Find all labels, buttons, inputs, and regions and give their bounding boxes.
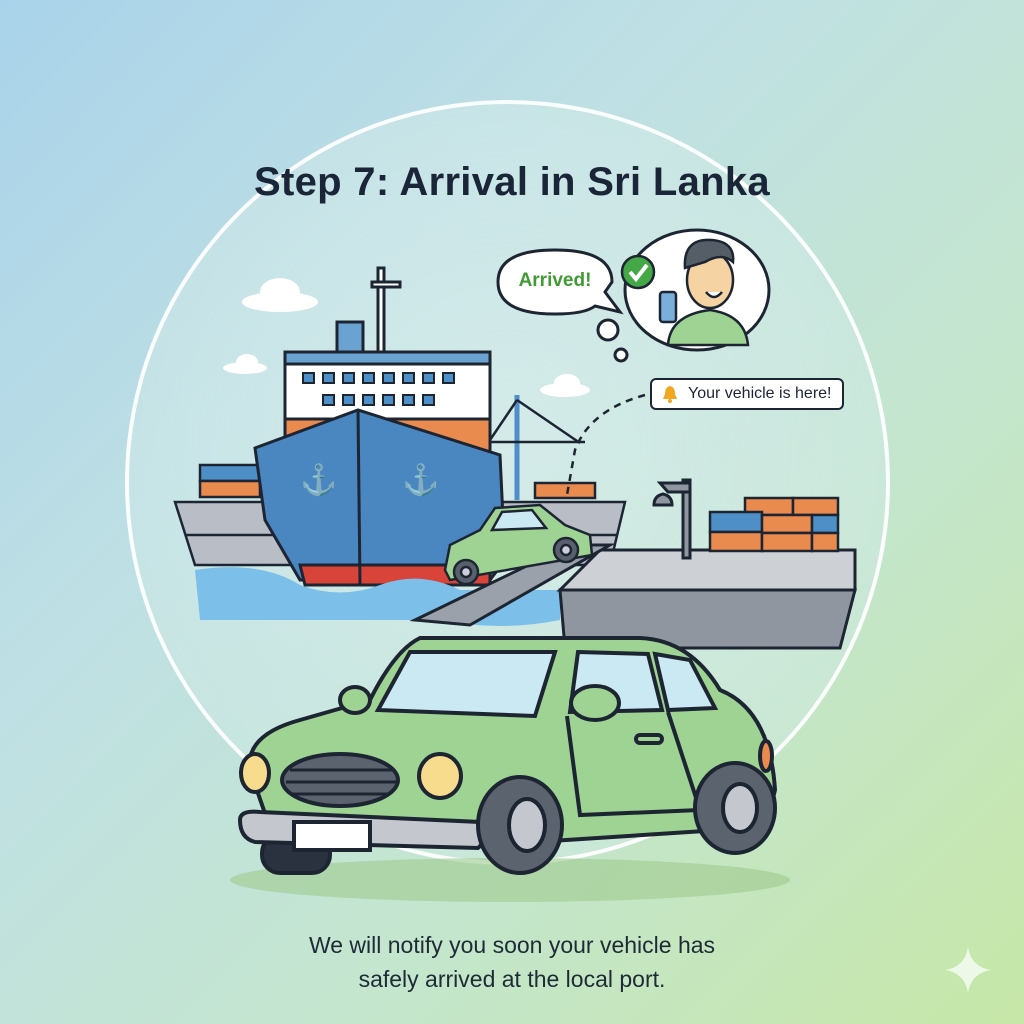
caption-line-1: We will notify you soon your vehicle has (308, 932, 716, 958)
port-dock (409, 478, 857, 650)
dashed-path (565, 393, 646, 496)
svg-text:⚓: ⚓ (300, 462, 337, 497)
vehicle-notification: Your vehicle is here! (650, 378, 844, 410)
small-car-on-ramp (443, 503, 594, 586)
cargo-ship: ⚓ ⚓ (253, 266, 507, 587)
page-title: Step 7: Arrival in Sri Lanka (254, 160, 770, 204)
arrived-label: Arrived! (518, 270, 592, 291)
arrived-speech-bubble: Arrived! (500, 250, 610, 312)
svg-text:⚓: ⚓ (402, 462, 439, 497)
bell-icon (663, 386, 677, 403)
harbor-crane (488, 395, 585, 500)
person-with-phone (658, 238, 750, 347)
check-circle-icon (620, 254, 656, 290)
sparkle-icon (945, 947, 991, 993)
caption-line-2: safely arrived at the local port. (358, 966, 666, 992)
caption: We will notify you soon your vehicle has… (0, 928, 1024, 996)
notification-text: Your vehicle is here! (688, 385, 832, 402)
cloud-icon (223, 278, 590, 397)
large-green-car (230, 636, 790, 902)
containers (708, 496, 840, 553)
speech-bubble (496, 248, 624, 316)
